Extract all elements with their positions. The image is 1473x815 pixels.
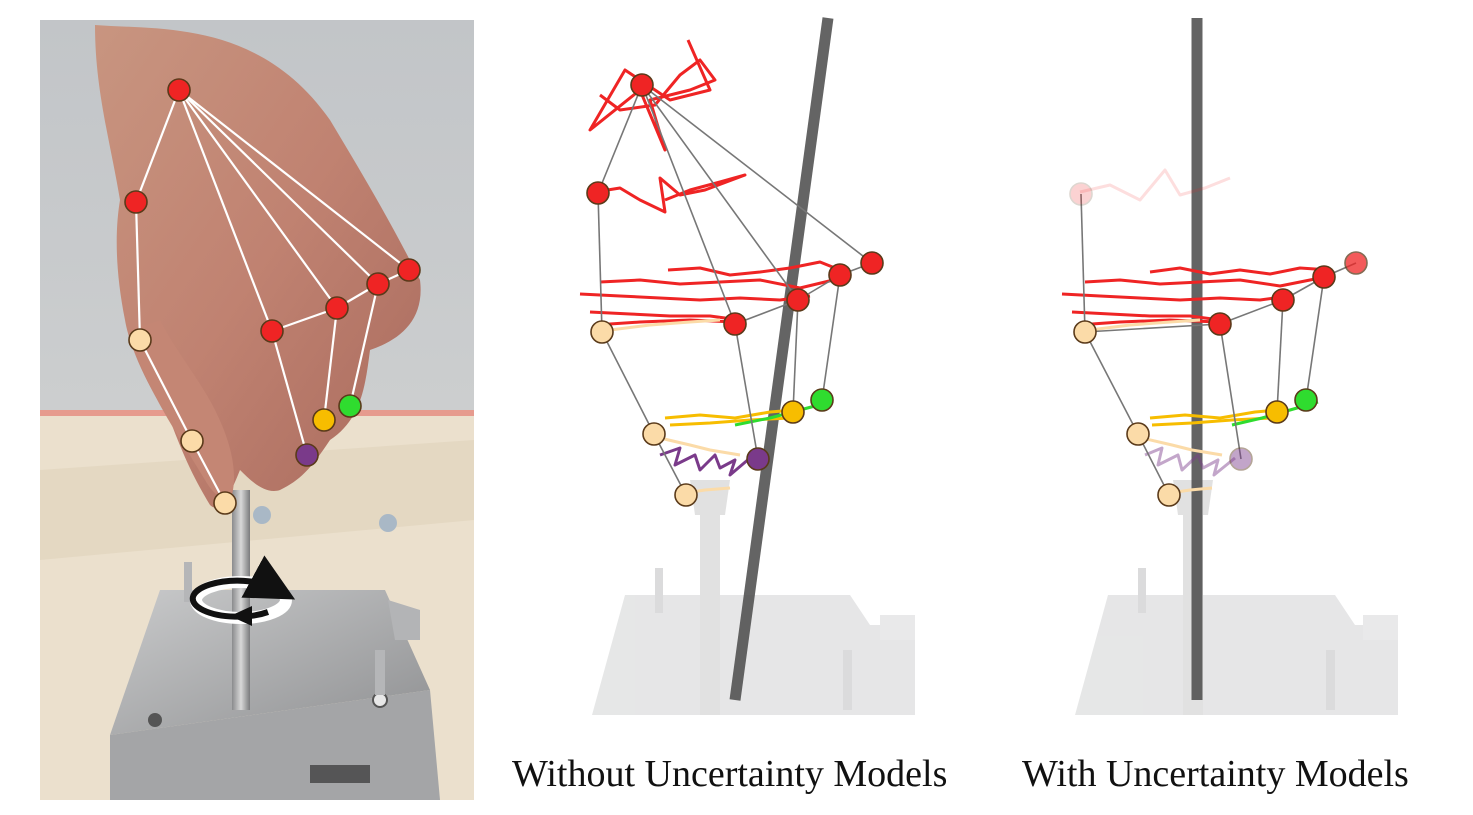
joint-thumb-ip <box>642 422 666 446</box>
joint-middle-tip <box>312 408 336 432</box>
caption-without-uncertainty: Without Uncertainty Models <box>512 753 948 795</box>
traj-purple-faded <box>1144 446 1236 477</box>
hand-thumb <box>130 320 235 500</box>
joint-index-tip <box>295 443 319 467</box>
traj-thumb-mcp <box>1089 318 1201 332</box>
traj-mcp-row-2 <box>1084 276 1321 288</box>
traj-thumb-cmc <box>594 173 747 214</box>
joint-ring-tip <box>810 388 834 412</box>
lock-box-hole <box>148 713 162 727</box>
without-skeleton-bones <box>597 84 873 496</box>
joint-wrist <box>630 73 654 97</box>
joint-ring-mcp <box>1312 265 1336 289</box>
with-skeleton-joints <box>1069 182 1368 507</box>
joint-thumb-cmc <box>586 181 610 205</box>
joint-index-mcp <box>723 312 747 336</box>
joint-middle-tip <box>781 400 805 424</box>
joint-pinky-mcp <box>397 258 421 282</box>
traj-thumb-tip <box>659 436 741 457</box>
joint-pinky-mcp-faded <box>1344 251 1368 275</box>
joint-index-mcp <box>1208 312 1232 336</box>
rotation-arrow-icon <box>189 555 296 626</box>
table-knob-2 <box>379 514 397 532</box>
joint-middle-mcp <box>1271 288 1295 312</box>
joint-ring-mcp <box>366 272 390 296</box>
joint-index-tip-faded <box>1229 447 1253 471</box>
joint-index-tip <box>746 447 770 471</box>
joint-thumb-ip <box>1126 422 1150 446</box>
joint-index-mcp <box>260 319 284 343</box>
joint-thumb-mcp <box>590 320 614 344</box>
traj-gold <box>1149 408 1279 420</box>
without-estimated-axis <box>729 17 834 701</box>
traj-gold <box>664 408 796 420</box>
joint-thumb-tip <box>674 483 698 507</box>
lock-box-screw-2 <box>184 562 192 602</box>
table-knob-1 <box>253 506 271 524</box>
joint-ring-tip <box>1294 388 1318 412</box>
joint-thumb-tip <box>1157 483 1181 507</box>
with-skeleton-bones <box>1080 193 1357 496</box>
with-panel <box>1061 18 1398 715</box>
photo-panel <box>40 20 474 800</box>
traj-mcp-row-2 <box>599 274 851 290</box>
traj-mcp-row-1 <box>1149 266 1331 276</box>
traj-thumb-cmc-faded <box>1079 168 1231 202</box>
joint-thumb-mcp <box>128 328 152 352</box>
joint-thumb-tip <box>213 491 237 515</box>
photo-rod <box>232 490 250 710</box>
without-trajectories <box>579 39 851 495</box>
without-skeleton-joints <box>586 73 884 507</box>
traj-mcp-row-4 <box>589 310 741 322</box>
joint-wrist <box>167 78 191 102</box>
joint-middle-mcp <box>325 296 349 320</box>
traj-thumb-tip <box>1141 436 1223 457</box>
lock-box-slot <box>310 765 370 783</box>
without-faded-scene <box>592 480 915 715</box>
traj-purple <box>659 446 751 477</box>
photo-skeleton-joints <box>124 78 421 515</box>
traj-wrist <box>588 39 717 152</box>
joint-thumb-mcp <box>1073 320 1097 344</box>
lock-box-top <box>110 590 430 735</box>
joint-middle-tip <box>1265 400 1289 424</box>
traj-mcp-row-1 <box>667 260 841 277</box>
joint-middle-mcp <box>786 288 810 312</box>
traj-mcp-row-3 <box>579 292 811 302</box>
caption-with-uncertainty: With Uncertainty Models <box>1022 753 1409 795</box>
joint-thumb-ip <box>180 429 204 453</box>
traj-thumb-mcp <box>609 318 721 332</box>
joint-thumb-cmc <box>124 190 148 214</box>
lock-box-flange <box>388 600 420 640</box>
joint-pinky-mcp <box>860 251 884 275</box>
joint-ring-mcp <box>828 263 852 287</box>
traj-mcp-row-3 <box>1061 292 1291 302</box>
joint-thumb-cmc-faded <box>1069 182 1093 206</box>
lock-box-bolt <box>372 692 388 708</box>
traj-mcp-row-4 <box>1071 310 1221 322</box>
without-panel <box>579 17 915 715</box>
lock-box-screw <box>375 650 385 695</box>
joint-ring-tip <box>338 394 362 418</box>
with-faded-scene <box>1075 480 1398 715</box>
photo-table-shadow <box>40 440 474 560</box>
